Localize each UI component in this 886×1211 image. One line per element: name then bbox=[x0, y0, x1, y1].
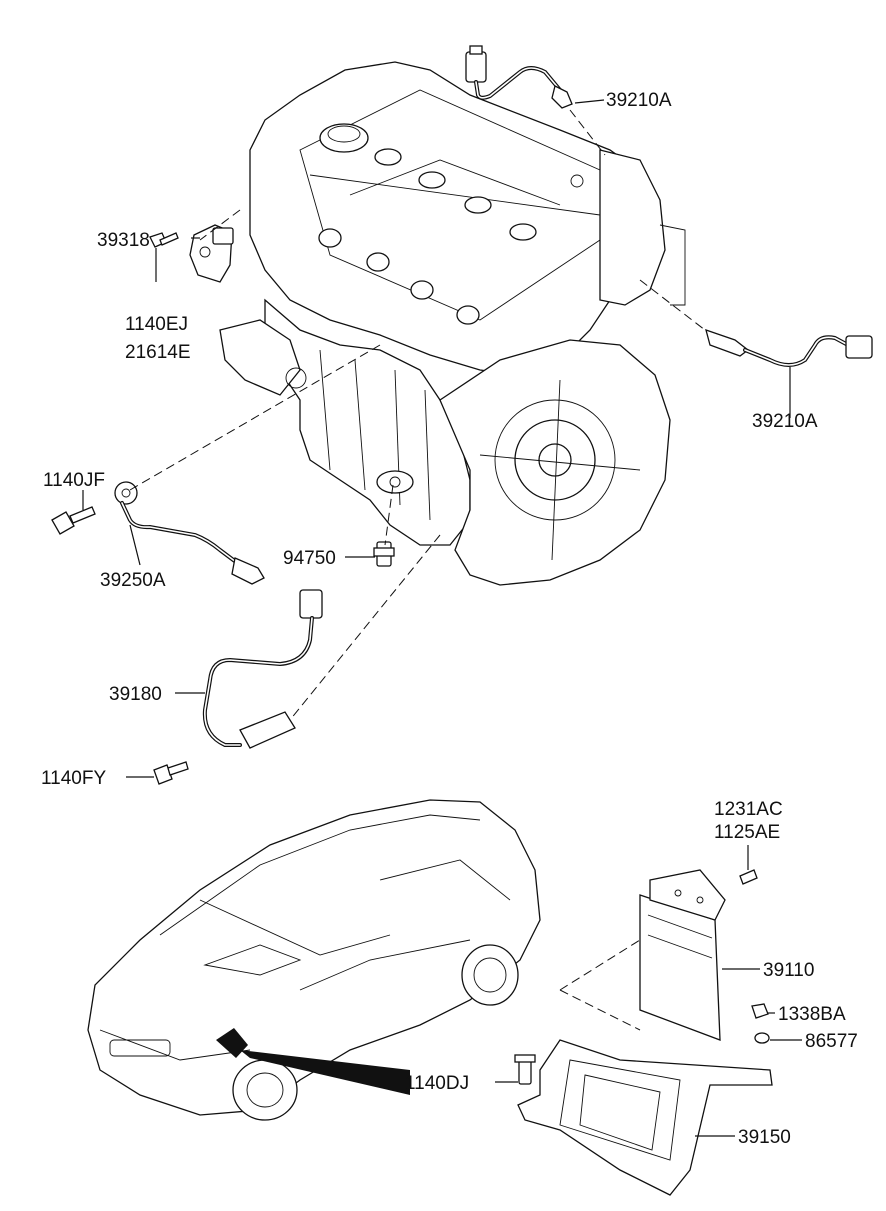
ecu-bracket bbox=[517, 1039, 773, 1196]
ecu-screw bbox=[739, 869, 758, 885]
label-1140fy: 1140FY bbox=[41, 768, 106, 789]
label-39250a: 39250A bbox=[100, 570, 166, 591]
label-1125ae: 1125AE bbox=[714, 822, 780, 843]
leader-lines bbox=[82, 99, 802, 1137]
washer-86577 bbox=[754, 1032, 770, 1044]
label-39210a-lower: 39210A bbox=[752, 411, 818, 432]
label-1140dj: 1140DJ bbox=[405, 1073, 469, 1094]
label-39210a-upper: 39210A bbox=[606, 90, 672, 111]
label-1338ba: 1338BA bbox=[778, 1004, 846, 1025]
label-86577: 86577 bbox=[805, 1031, 858, 1052]
label-1140jf: 1140JF bbox=[43, 470, 105, 491]
bolt-1140ej bbox=[149, 232, 179, 248]
label-94750: 94750 bbox=[283, 548, 336, 569]
vehicle-illustration bbox=[87, 799, 541, 1121]
oxygen-sensor-upper bbox=[465, 45, 573, 109]
bolt-1140jf bbox=[51, 506, 96, 535]
nut-1338ba bbox=[751, 1003, 769, 1019]
label-39150: 39150 bbox=[738, 1127, 791, 1148]
engine-assembly bbox=[219, 61, 686, 586]
crank-position-sensor bbox=[202, 589, 323, 749]
label-1231ac: 1231AC bbox=[714, 799, 783, 820]
ecu-module bbox=[639, 869, 726, 1041]
label-1140ej: 1140EJ bbox=[125, 314, 188, 335]
label-39318: 39318 bbox=[97, 230, 150, 251]
cam-position-sensor bbox=[189, 224, 234, 283]
label-39110: 39110 bbox=[763, 960, 814, 981]
label-39180: 39180 bbox=[109, 684, 162, 705]
oil-pressure-switch bbox=[373, 541, 395, 567]
knock-sensor bbox=[114, 481, 265, 585]
bolt-1140dj bbox=[514, 1054, 536, 1085]
label-21614e: 21614E bbox=[125, 342, 191, 363]
oxygen-sensor-lower bbox=[705, 328, 873, 367]
bolt-1140fy bbox=[153, 761, 189, 785]
